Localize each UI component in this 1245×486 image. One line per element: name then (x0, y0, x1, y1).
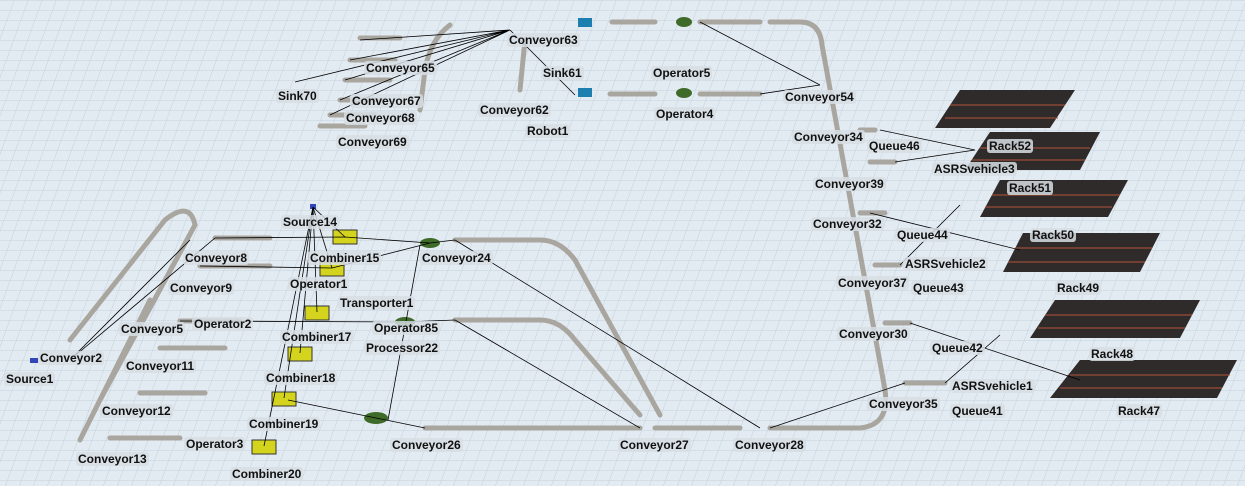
object-label-conveyor13[interactable]: Conveyor13 (76, 452, 149, 466)
object-label-processor22[interactable]: Processor22 (364, 341, 441, 355)
object-label-operator5[interactable]: Operator5 (651, 66, 713, 80)
object-label-sink70[interactable]: Sink70 (276, 89, 319, 103)
object-label-conveyor54[interactable]: Conveyor54 (783, 90, 856, 104)
object-label-conveyor69[interactable]: Conveyor69 (336, 135, 409, 149)
object-label-operator3[interactable]: Operator3 (184, 437, 246, 451)
object-label-conveyor68[interactable]: Conveyor68 (344, 111, 417, 125)
object-label-rack51[interactable]: Rack51 (1007, 181, 1054, 195)
object-label-conveyor27[interactable]: Conveyor27 (618, 438, 691, 452)
object-label-source14[interactable]: Source14 (281, 215, 340, 229)
object-label-conveyor12[interactable]: Conveyor12 (100, 404, 173, 418)
object-label-source1[interactable]: Source1 (4, 372, 56, 386)
object-label-conveyor34[interactable]: Conveyor34 (792, 130, 865, 144)
object-label-robot1[interactable]: Robot1 (525, 124, 571, 138)
object-label-conveyor62[interactable]: Conveyor62 (478, 103, 551, 117)
object-label-combiner15[interactable]: Combiner15 (308, 251, 382, 265)
object-label-conveyor9[interactable]: Conveyor9 (168, 281, 235, 295)
object-label-queue41[interactable]: Queue41 (950, 404, 1005, 418)
object-label-conveyor32[interactable]: Conveyor32 (811, 217, 884, 231)
object-label-queue43[interactable]: Queue43 (911, 281, 966, 295)
object-label-conveyor11[interactable]: Conveyor11 (124, 359, 197, 373)
object-label-sink61[interactable]: Sink61 (541, 66, 584, 80)
object-label-queue44[interactable]: Queue44 (895, 228, 950, 242)
object-label-asrsvehicle2[interactable]: ASRSvehicle2 (903, 257, 988, 271)
object-label-transporter1[interactable]: Transporter1 (338, 296, 416, 310)
object-label-conveyor67[interactable]: Conveyor67 (350, 94, 423, 108)
object-label-asrsvehicle1[interactable]: ASRSvehicle1 (950, 379, 1035, 393)
object-label-conveyor28[interactable]: Conveyor28 (733, 438, 806, 452)
sinks-sources (30, 18, 592, 363)
object-label-rack52[interactable]: Rack52 (987, 139, 1034, 153)
object-label-conveyor39[interactable]: Conveyor39 (813, 177, 886, 191)
object-label-queue42[interactable]: Queue42 (930, 341, 985, 355)
object-label-conveyor65[interactable]: Conveyor65 (364, 61, 437, 75)
object-label-conveyor37[interactable]: Conveyor37 (836, 276, 909, 290)
object-label-conveyor8[interactable]: Conveyor8 (183, 251, 250, 265)
object-label-operator2[interactable]: Operator2 (192, 317, 254, 331)
object-label-combiner18[interactable]: Combiner18 (264, 371, 338, 385)
object-label-conveyor26[interactable]: Conveyor26 (390, 438, 463, 452)
object-label-asrsvehicle3[interactable]: ASRSvehicle3 (932, 162, 1017, 176)
object-label-combiner20[interactable]: Combiner20 (230, 467, 304, 481)
object-label-conveyor5[interactable]: Conveyor5 (119, 322, 186, 336)
object-label-rack47[interactable]: Rack47 (1116, 404, 1163, 418)
racks (935, 90, 1237, 398)
object-label-rack50[interactable]: Rack50 (1030, 228, 1077, 242)
object-label-operator1[interactable]: Operator1 (288, 277, 350, 291)
object-label-conveyor30[interactable]: Conveyor30 (837, 327, 910, 341)
object-label-conveyor63[interactable]: Conveyor63 (507, 33, 580, 47)
object-label-combiner19[interactable]: Combiner19 (247, 417, 321, 431)
object-label-rack49[interactable]: Rack49 (1055, 281, 1102, 295)
object-label-queue46[interactable]: Queue46 (867, 139, 922, 153)
object-label-operator4[interactable]: Operator4 (654, 107, 716, 121)
object-label-conveyor35[interactable]: Conveyor35 (867, 397, 940, 411)
object-label-rack48[interactable]: Rack48 (1089, 347, 1136, 361)
object-label-operator85[interactable]: Operator85 (372, 321, 441, 335)
object-label-conveyor24[interactable]: Conveyor24 (420, 251, 493, 265)
object-label-combiner17[interactable]: Combiner17 (280, 330, 354, 344)
object-label-conveyor2[interactable]: Conveyor2 (38, 351, 105, 365)
